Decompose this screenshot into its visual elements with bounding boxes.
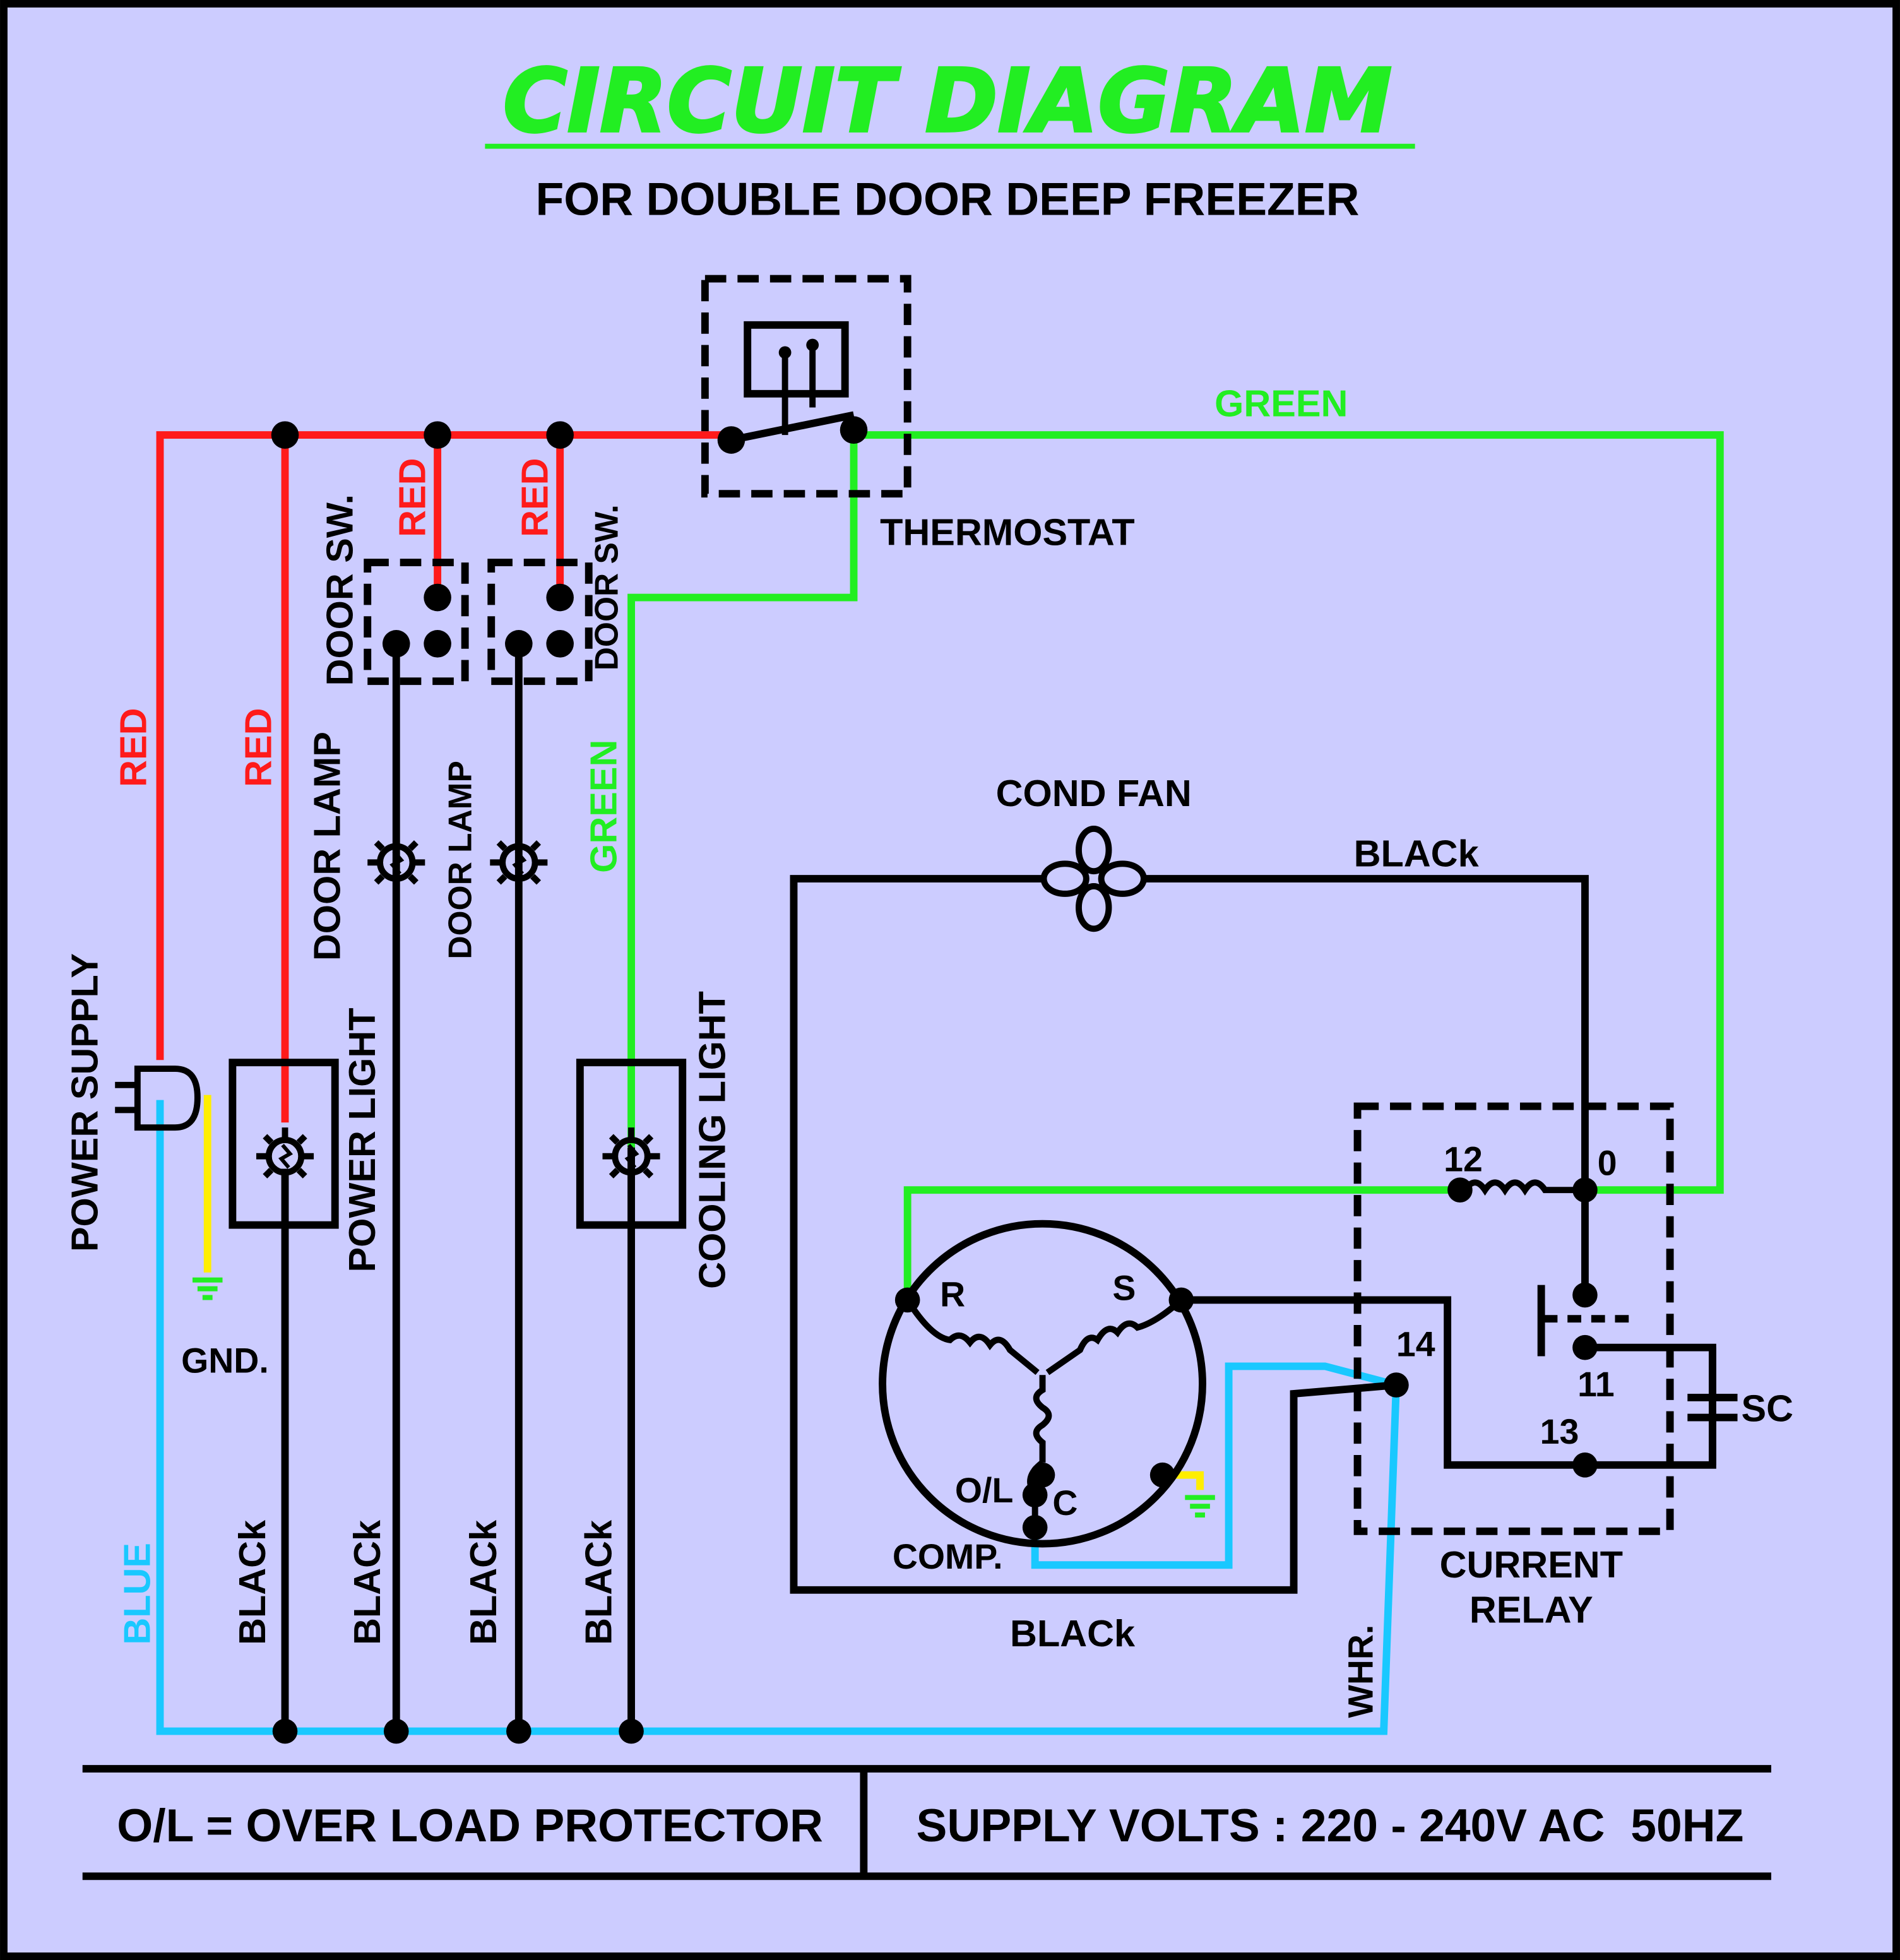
whr-wire-label: WHR. bbox=[1341, 1625, 1380, 1718]
door-sw-label-1: DOOR SW. bbox=[318, 494, 360, 686]
current-relay bbox=[1353, 1102, 1738, 1535]
compressor bbox=[879, 1220, 1206, 1548]
diagram-title: CIRCUIT DIAGRAM bbox=[503, 50, 1392, 152]
junction-dots bbox=[271, 421, 644, 1744]
door-switch-2 bbox=[487, 559, 593, 686]
terminal-c-label: C bbox=[1052, 1483, 1078, 1523]
sc-label: SC bbox=[1741, 1387, 1793, 1430]
terminal-r-label: R bbox=[940, 1274, 965, 1314]
relay-terminal-11: 11 bbox=[1577, 1365, 1615, 1404]
relay-terminal-13: 13 bbox=[1540, 1412, 1579, 1451]
thermostat bbox=[701, 275, 911, 498]
legend-overload: O/L = OVER LOAD PROTECTOR bbox=[117, 1800, 823, 1851]
black-wires bbox=[281, 643, 1716, 1731]
red-wire-label-sw2: RED bbox=[513, 458, 555, 537]
relay-terminal-0: 0 bbox=[1598, 1143, 1617, 1182]
thermostat-label: THERMOSTAT bbox=[880, 511, 1135, 553]
red-wire-label-sw1: RED bbox=[391, 458, 433, 537]
green-wire-label-top: GREEN bbox=[1214, 382, 1348, 424]
door-lamp-label-2: DOOR LAMP bbox=[442, 761, 478, 959]
black-wire-label-2: BLACk bbox=[346, 1519, 388, 1645]
green-wires bbox=[627, 431, 1724, 1300]
door-sw-label-2: DOOR SW. bbox=[588, 504, 624, 670]
legend-box bbox=[82, 1765, 1772, 1880]
power-plug-icon bbox=[115, 1066, 201, 1131]
legend-supply-volts: SUPPLY VOLTS : 220 - 240V AC 50HZ bbox=[917, 1800, 1744, 1851]
blue-wire-label: BLUE bbox=[116, 1543, 158, 1645]
cooling-light-label: COOLING LIGHT bbox=[691, 991, 733, 1289]
power-light bbox=[229, 1059, 339, 1229]
black-wire-label-1: BLACk bbox=[231, 1519, 273, 1645]
door-lamp-label-1: DOOR LAMP bbox=[306, 732, 348, 961]
red-wire-label-power: RED bbox=[237, 708, 280, 787]
power-light-label: POWER LIGHT bbox=[341, 1007, 383, 1272]
black-wire-label-fan: BLACk bbox=[1354, 832, 1480, 874]
green-wire-label-vertical: GREEN bbox=[582, 740, 624, 873]
relay-terminal-14: 14 bbox=[1396, 1325, 1435, 1364]
cond-fan-icon bbox=[1040, 825, 1147, 932]
diagram-subtitle: FOR DOUBLE DOOR DEEP FREEZER bbox=[536, 174, 1360, 225]
power-supply-label: POWER SUPPLY bbox=[63, 953, 105, 1252]
blue-wires bbox=[156, 1100, 1400, 1735]
cond-fan-label: COND FAN bbox=[996, 772, 1192, 814]
current-relay-label-1: CURRENT bbox=[1440, 1543, 1623, 1586]
current-relay-label-2: RELAY bbox=[1470, 1588, 1593, 1630]
black-wire-label-bottom: BLACk bbox=[1010, 1612, 1136, 1654]
terminal-ol-label: O/L bbox=[955, 1471, 1013, 1510]
black-wire-label-3: BLACk bbox=[462, 1519, 504, 1645]
red-wire-label-main: RED bbox=[112, 708, 155, 787]
cooling-light bbox=[576, 1059, 687, 1229]
compressor-label: COMP. bbox=[893, 1537, 1003, 1576]
relay-terminal-12: 12 bbox=[1444, 1139, 1483, 1179]
black-wire-label-4: BLACk bbox=[577, 1519, 619, 1645]
gnd-label: GND. bbox=[181, 1341, 269, 1380]
terminal-s-label: S bbox=[1112, 1268, 1136, 1307]
door-switch-1 bbox=[364, 559, 469, 686]
